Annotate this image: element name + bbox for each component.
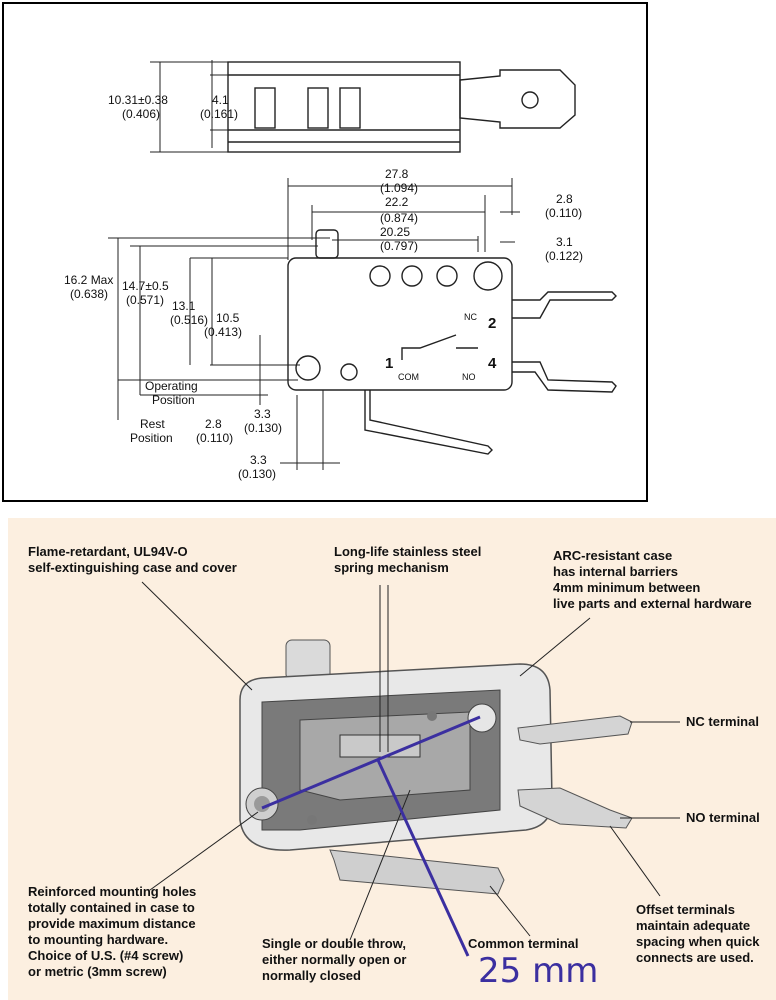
term-2: 2 (488, 315, 496, 332)
callout-leaders (141, 581, 680, 941)
dim-h-inner: 4.1 (212, 93, 229, 107)
term-no: NO (462, 372, 476, 382)
term-1: 1 (385, 355, 393, 372)
callout-arc-line1: ARC-resistant case (553, 548, 672, 563)
callout-no-terminal: NO terminal (686, 810, 760, 825)
callout-common-terminal: Common terminal (468, 936, 579, 951)
callout-texts: Flame-retardant, UL94V-O self-extinguish… (28, 544, 760, 983)
callout-offset-line2: maintain adequate (636, 918, 750, 933)
switch-front-view (287, 229, 617, 455)
dim-h-total-in: (0.406) (122, 107, 160, 121)
dim-len-short: 20.25 (380, 225, 410, 239)
callout-mount-line4: to mounting hardware. (28, 932, 168, 947)
callout-arc-line4: live parts and external hardware (553, 596, 752, 611)
term-4: 4 (488, 355, 497, 372)
switch-cutaway (239, 639, 633, 895)
term-com: COM (398, 372, 419, 382)
callout-case-line2: self-extinguishing case and cover (28, 560, 237, 575)
dim-33a: 3.3 (254, 407, 271, 421)
callout-nc-terminal: NC terminal (686, 714, 759, 729)
dim-max-h-in: (0.638) (70, 287, 108, 301)
dim-len-total: 27.8 (385, 167, 409, 181)
dimension-drawing-panel (2, 2, 648, 502)
callout-throw-line1: Single or double throw, (262, 936, 406, 951)
callout-case-line1: Flame-retardant, UL94V-O (28, 544, 188, 559)
callout-offset-line1: Offset terminals (636, 902, 735, 917)
callout-mount-line2: totally contained in case to (28, 900, 195, 915)
dim-max-h: 16.2 Max (64, 273, 113, 287)
label-rest: Rest (140, 417, 165, 431)
callout-spring-line2: spring mechanism (334, 560, 449, 575)
callout-offset-line3: spacing when quick (636, 934, 760, 949)
label-rest-position: Position (130, 431, 173, 445)
dim-len-short-in: (0.797) (380, 239, 418, 253)
dim-low-h: 10.5 (216, 311, 240, 325)
height-dims (108, 237, 340, 470)
dim-28: 2.8 (205, 417, 222, 431)
dim-right2: 3.1 (556, 235, 573, 249)
dim-33b-in: (0.130) (238, 467, 276, 481)
dim-op-h: 14.7±0.5 (122, 279, 169, 293)
term-nc: NC (464, 312, 477, 322)
dim-op-h-in: (0.571) (126, 293, 164, 307)
callout-arc-line2: has internal barriers (553, 564, 678, 579)
callout-throw-line2: either normally open or (262, 952, 406, 967)
dim-33b: 3.3 (250, 453, 267, 467)
callout-throw-line3: normally closed (262, 968, 361, 983)
dim-len-mid-in: (0.874) (380, 211, 418, 225)
dim-33a-in: (0.130) (244, 421, 282, 435)
callout-mount-line1: Reinforced mounting holes (28, 884, 196, 899)
label-operating-position: Position (152, 393, 195, 407)
side-height-dims (150, 60, 228, 153)
dim-28-in: (0.110) (196, 431, 233, 445)
dim-len-total-in: (1.094) (380, 181, 418, 195)
dim-h-total: 10.31±0.38 (108, 93, 168, 107)
callout-spring-line1: Long-life stainless steel (334, 544, 481, 559)
callout-mount-line5: Choice of U.S. (#4 screw) (28, 948, 183, 963)
switch-side-view (227, 61, 576, 153)
callout-mount-line6: or metric (3mm screw) (28, 964, 167, 979)
callout-arc-line3: 4mm minimum between (553, 580, 700, 595)
dim-low-h-in: (0.413) (204, 325, 242, 339)
dim-right2-in: (0.122) (545, 249, 583, 263)
dim-right1-in: (0.110) (545, 206, 582, 220)
dim-h-inner-in: (0.161) (200, 107, 238, 121)
dim-mid-h: 13.1 (172, 299, 196, 313)
scale-line (261, 715, 481, 957)
callout-mount-line3: provide maximum distance (28, 916, 196, 931)
label-operating: Operating (145, 379, 198, 393)
dim-right1: 2.8 (556, 192, 573, 206)
dim-len-mid: 22.2 (385, 195, 409, 209)
callout-offset-line4: connects are used. (636, 950, 754, 965)
dim-mid-h-in: (0.516) (170, 313, 208, 327)
scale-label: 25 mm (478, 951, 598, 991)
